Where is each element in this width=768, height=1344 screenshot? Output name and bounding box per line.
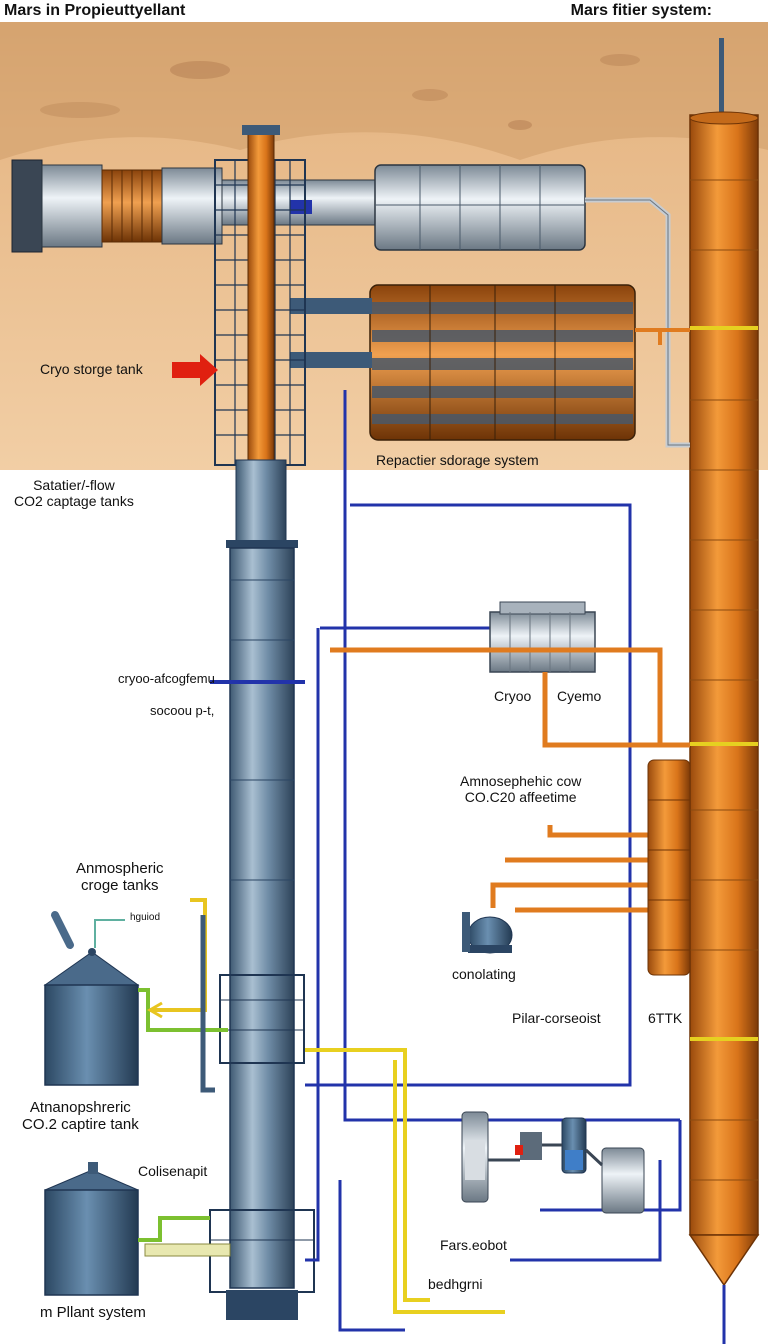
pilar-corseoist-label: Pilar-corseoist bbox=[512, 1010, 601, 1026]
atmospheric-capture-tank bbox=[44, 1162, 231, 1296]
atmospheric-capture-label: Atnanopshreric CO.2 captire tank bbox=[22, 1099, 139, 1134]
copper-pipes bbox=[330, 647, 690, 913]
plant-system-label: m Pllant system bbox=[40, 1304, 146, 1321]
atmospheric-storage-label: Anmospheric croge tanks bbox=[76, 860, 164, 895]
atmospheric-storage-line-1: Anmospheric bbox=[76, 860, 164, 877]
bedhgrni-label: bedhgrni bbox=[428, 1276, 483, 1292]
atmospheric-capture-line-2: CO.2 captire tank bbox=[22, 1116, 139, 1134]
hguiod-label: hguiod bbox=[130, 912, 161, 923]
top-machinery bbox=[11, 159, 690, 448]
fars-eobot-cluster bbox=[461, 1111, 645, 1214]
atmospheric-cow-line-1: Amnosephehic cow bbox=[460, 773, 582, 789]
fars-eobot-label: Fars.eobot bbox=[440, 1237, 507, 1253]
atmospheric-cow-line-2: CO.C20 affeetime bbox=[464, 789, 577, 806]
cryo-storage-tank-label: Cryo storge tank bbox=[40, 361, 143, 377]
atmospheric-storage-line-2: croge tanks bbox=[81, 877, 159, 895]
diagram-title-left: Mars in Propieuttyellant bbox=[4, 2, 186, 19]
socoou-label: socoou p-t, bbox=[150, 703, 215, 718]
red-arrow-icon bbox=[172, 354, 218, 386]
heat-exchanger bbox=[647, 759, 691, 976]
conolating-label: conolating bbox=[452, 966, 516, 982]
central-scaffold bbox=[214, 125, 306, 551]
cryo-afcog-label: cryoo-afcogfemu bbox=[118, 671, 215, 686]
ttk-label: 6TTK bbox=[648, 1010, 683, 1026]
repactier-storage-label: Repactier sdorage system bbox=[376, 452, 539, 468]
cryo-box bbox=[489, 601, 596, 673]
diagram-title-right: Mars fitier system: bbox=[570, 2, 712, 19]
main-blue-column bbox=[209, 540, 315, 1320]
conolating-pump bbox=[462, 912, 513, 954]
saturated-flow-label: Satatier/-flow CO2 captage tanks bbox=[14, 477, 134, 509]
cryoo-label: Cryoo bbox=[494, 688, 532, 704]
saturated-flow-line-1: Satatier/-flow bbox=[33, 477, 115, 493]
atmospheric-storage-tank bbox=[43, 898, 228, 1093]
colisenapit-label: Colisenapit bbox=[138, 1163, 208, 1179]
atmospheric-capture-line-1: Atnanopshreric bbox=[29, 1099, 131, 1116]
repactier-storage-tank bbox=[290, 284, 690, 441]
yellow-lines bbox=[305, 1048, 505, 1314]
cyemo-label: Cyemo bbox=[557, 688, 602, 704]
atmospheric-cow-label: Amnosephehic cow CO.C20 affeetime bbox=[460, 773, 581, 805]
orange-tower bbox=[688, 38, 760, 1344]
saturated-flow-line-2: CO2 captage tanks bbox=[14, 493, 134, 510]
